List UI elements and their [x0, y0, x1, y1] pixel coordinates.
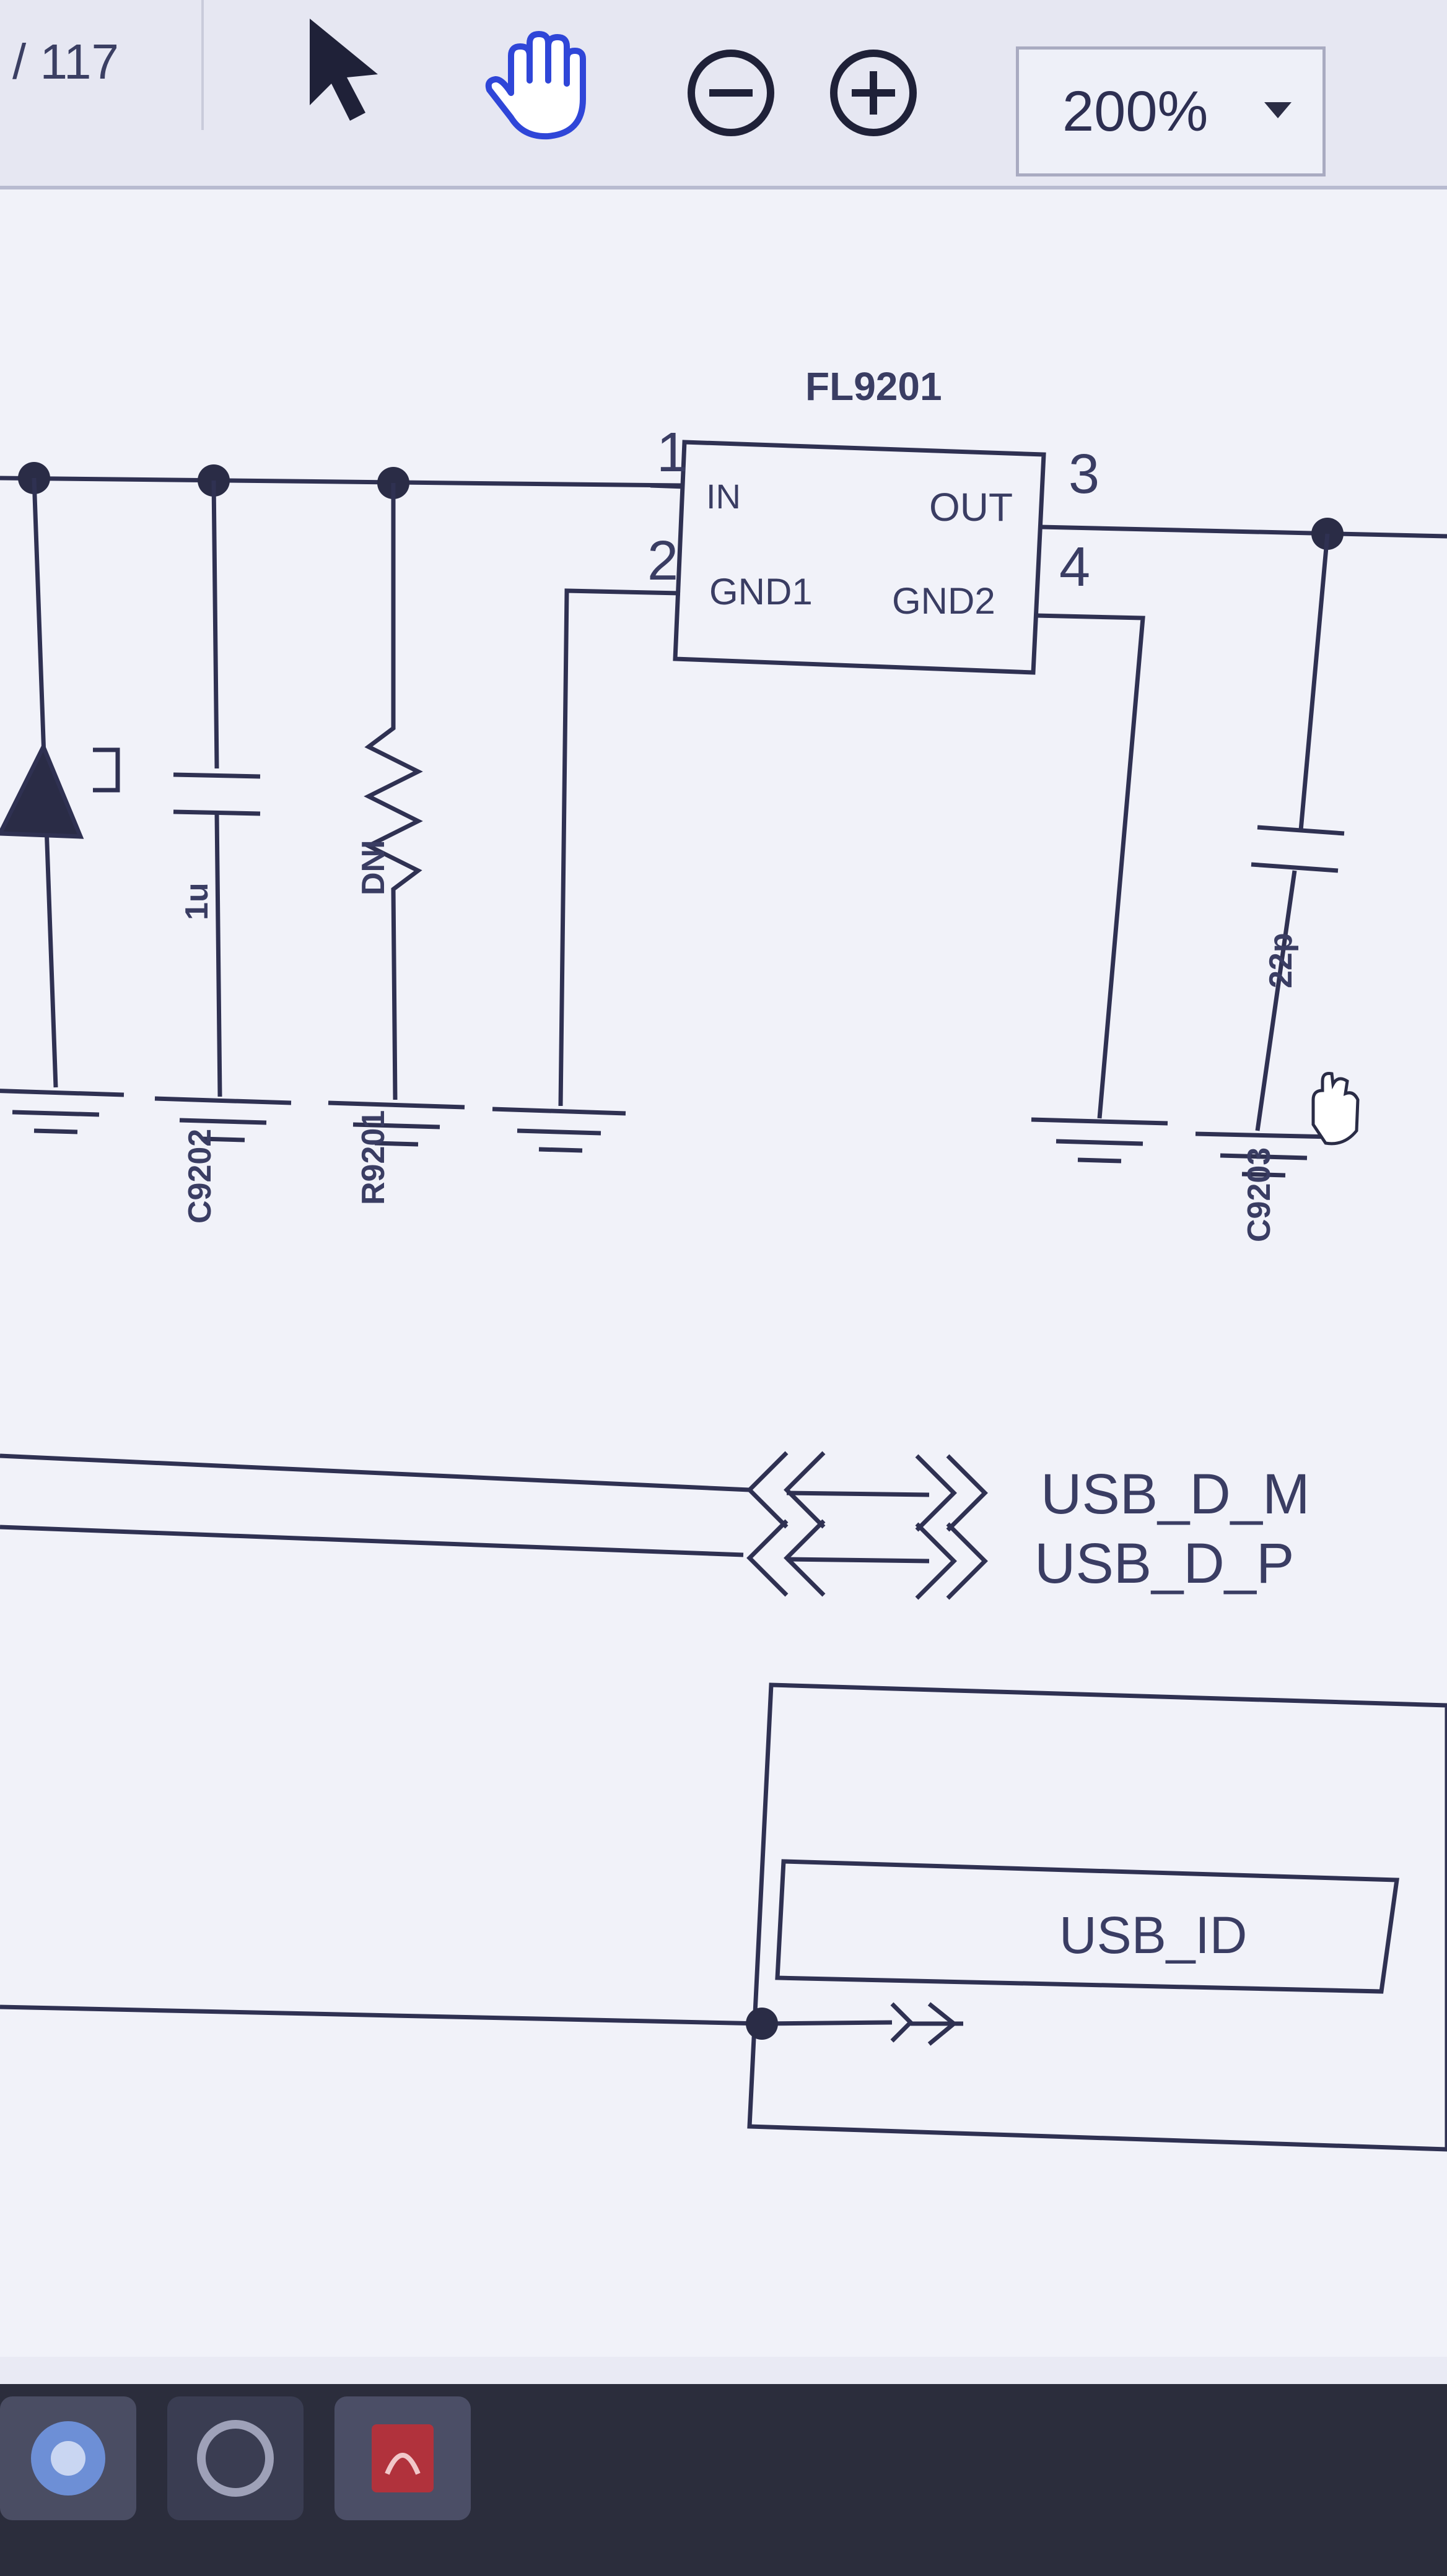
ic-pin-in: IN — [706, 477, 741, 516]
c9202-value: 1u — [179, 882, 215, 920]
pin-number-1: 1 — [657, 422, 688, 484]
c9203-ref: C9203 — [1241, 1147, 1277, 1242]
zoom-level: 200% — [1062, 79, 1209, 143]
document-canvas[interactable]: FL9201 IN OUT GND1 GND2 1 2 3 4 C9202 1u… — [0, 189, 1447, 2357]
ic-pin-out: OUT — [929, 485, 1013, 529]
zoom-out-icon[interactable] — [681, 43, 780, 142]
ic-pin-gnd2: GND2 — [892, 580, 995, 622]
net-label-usb-d-p: USB_D_P — [1034, 1532, 1294, 1595]
pdf-reader-icon[interactable] — [334, 2396, 471, 2520]
cursor-arrow-icon[interactable] — [297, 12, 390, 124]
r9201-value: DNI — [356, 840, 391, 895]
browser-icon[interactable] — [0, 2396, 136, 2520]
r9201-ref: R9201 — [356, 1110, 391, 1205]
page-count: / 117 — [12, 34, 119, 89]
ground-symbol — [492, 1107, 626, 1153]
pin-number-2: 2 — [647, 530, 678, 592]
ground-symbol — [1031, 1117, 1168, 1164]
os-taskbar — [0, 2384, 1447, 2576]
ground-symbol — [154, 1096, 292, 1142]
schematic-drawing: FL9201 IN OUT GND1 GND2 1 2 3 4 C9202 1u… — [0, 364, 1447, 2152]
hand-tool-icon[interactable] — [477, 19, 601, 142]
c9203-value: 22p — [1263, 933, 1299, 988]
junction-dot — [746, 2008, 778, 2040]
hand-cursor-icon — [1311, 1072, 1360, 1146]
chevron-down-icon[interactable] — [1264, 102, 1292, 118]
zoom-in-icon[interactable] — [824, 43, 923, 142]
pdf-toolbar: / 117 200% — [0, 0, 1447, 189]
app-icon[interactable] — [167, 2396, 304, 2520]
ic-pin-gnd1: GND1 — [709, 571, 813, 612]
ic-name: FL9201 — [805, 364, 942, 409]
c9202-ref: C9202 — [182, 1129, 218, 1224]
ground-symbol — [1195, 1131, 1332, 1178]
net-label-usb-id: USB_ID — [1059, 1906, 1247, 1964]
net-label-usb-d-m: USB_D_M — [1041, 1463, 1310, 1526]
zoom-dropdown[interactable]: 200% — [1016, 46, 1326, 176]
toolbar-divider — [201, 0, 204, 130]
pin-number-3: 3 — [1069, 443, 1099, 505]
ground-symbol — [328, 1100, 465, 1147]
ground-symbol — [0, 1089, 125, 1134]
pin-number-4: 4 — [1059, 536, 1090, 598]
